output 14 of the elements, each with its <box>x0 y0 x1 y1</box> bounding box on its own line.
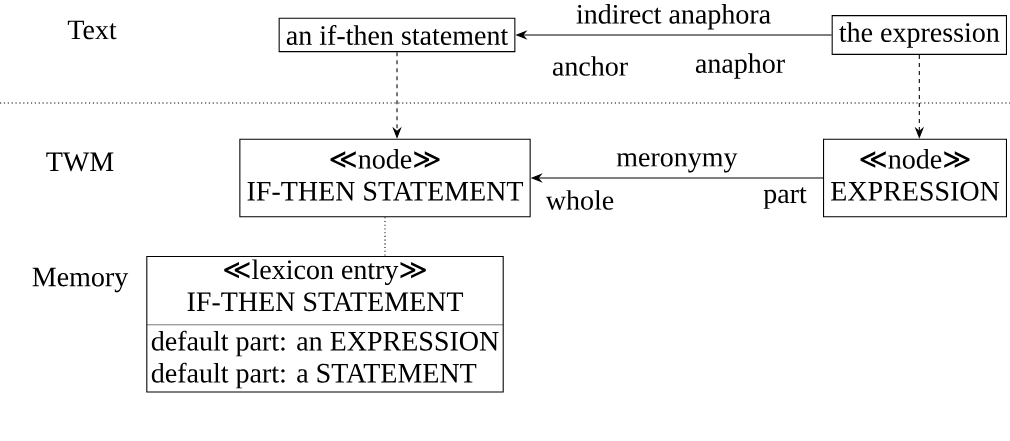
role-label: whole <box>545 190 614 210</box>
role-label: part <box>763 187 807 209</box>
role-label: anaphor <box>695 53 785 79</box>
text-box: an if-then statement <box>278 17 516 53</box>
lexicon-entry-box: ≪lexicon entry≫ IF-THEN STATEMENT default part: an EXPRESSION default part: a STATEMENT <box>146 256 504 393</box>
layer-label: Text <box>67 20 117 40</box>
text-box: the expression <box>831 15 1007 55</box>
node-box: ≪node≫ IF-THEN STATEMENT <box>239 138 531 218</box>
layer-label: TWM <box>46 152 114 172</box>
edge-label: indirect anaphora <box>574 2 773 31</box>
node-box: ≪node≫ EXPRESSION <box>823 138 1007 218</box>
edge-label: meronymy <box>614 151 739 174</box>
role-label: anchor <box>552 56 628 76</box>
connector-line <box>384 216 386 257</box>
